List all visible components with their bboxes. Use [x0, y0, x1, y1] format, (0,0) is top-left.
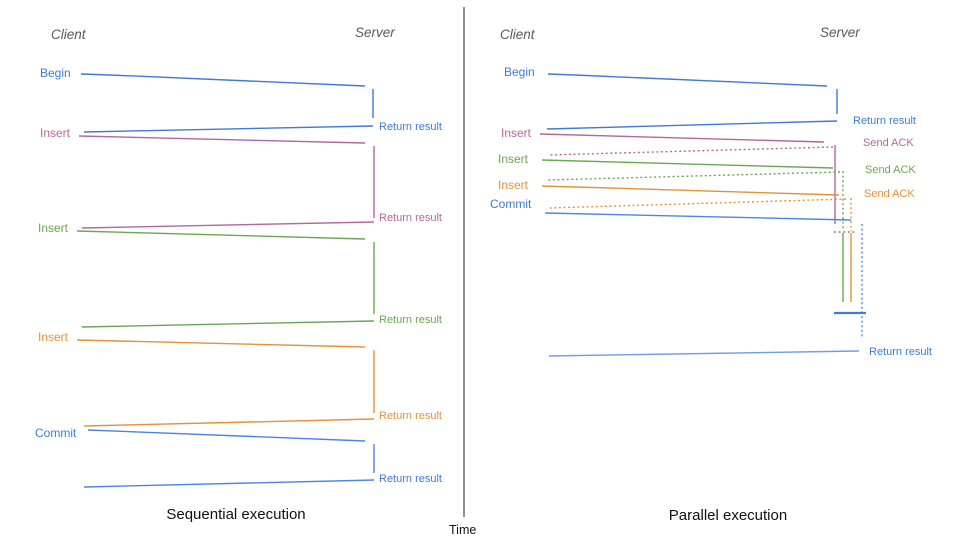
- seq-insert1-label: Insert: [40, 126, 71, 140]
- return-line: [81, 221, 375, 229]
- par-commit-flow: [544, 212, 866, 357]
- request-line: [76, 339, 366, 348]
- request-line: [541, 159, 834, 169]
- seq-client-header: Client: [51, 27, 86, 42]
- seq-insert1-return-label: Return result: [379, 212, 442, 224]
- seq-insert2-label: Insert: [38, 221, 69, 235]
- par-commit-return-label: Return result: [869, 346, 932, 358]
- par-insert3-flow: [541, 185, 852, 302]
- par-server-header: Server: [820, 25, 860, 40]
- seq-insert3-label: Insert: [38, 330, 69, 344]
- par-insert3-ack-label: Send ACK: [864, 188, 915, 200]
- seq-begin-return-label: Return result: [379, 121, 442, 133]
- par-insert2-label: Insert: [498, 152, 529, 166]
- par-insert1-flow: [539, 133, 857, 233]
- seq-insert3-return-label: Return result: [379, 410, 442, 422]
- request-line: [539, 133, 825, 143]
- seq-commit-label: Commit: [35, 426, 77, 440]
- request-line: [541, 185, 840, 196]
- return-line: [546, 120, 838, 130]
- return-line: [83, 418, 375, 427]
- seq-insert2-return-label: Return result: [379, 314, 442, 326]
- request-line: [80, 73, 366, 87]
- ack-line: [547, 171, 841, 181]
- par-begin-return-label: Return result: [853, 115, 916, 127]
- par-insert1-label: Insert: [501, 126, 532, 140]
- return-line: [83, 479, 375, 488]
- request-line: [78, 135, 366, 144]
- seq-insert2-flow: [76, 230, 375, 328]
- seq-server-header: Server: [355, 25, 395, 40]
- par-insert2-flow: [541, 159, 844, 302]
- par-insert1-ack-label: Send ACK: [863, 137, 914, 149]
- par-client-header: Client: [500, 27, 535, 42]
- request-line: [544, 212, 852, 221]
- seq-begin-label: Begin: [40, 66, 71, 80]
- ack-line: [547, 146, 834, 156]
- return-line: [548, 350, 860, 357]
- seq-commit-flow: [83, 429, 375, 488]
- seq-begin-flow: [80, 73, 374, 133]
- par-commit-label: Commit: [490, 197, 532, 211]
- request-line: [547, 73, 828, 87]
- request-line: [76, 230, 366, 240]
- par-insert2-ack-label: Send ACK: [865, 164, 916, 176]
- seq-insert1-flow: [78, 135, 375, 229]
- par-insert3-label: Insert: [498, 178, 529, 192]
- par-begin-label: Begin: [504, 65, 535, 79]
- seq-commit-return-label: Return result: [379, 473, 442, 485]
- return-line: [83, 125, 374, 133]
- time-axis-label: Time: [449, 523, 477, 537]
- return-line: [81, 320, 375, 328]
- par-panel-title: Parallel execution: [668, 507, 788, 524]
- par-begin-flow: [546, 73, 838, 130]
- ack-line: [549, 198, 847, 209]
- request-line: [87, 429, 366, 442]
- seq-insert3-flow: [76, 339, 375, 427]
- seq-panel-title: Sequential execution: [166, 506, 306, 523]
